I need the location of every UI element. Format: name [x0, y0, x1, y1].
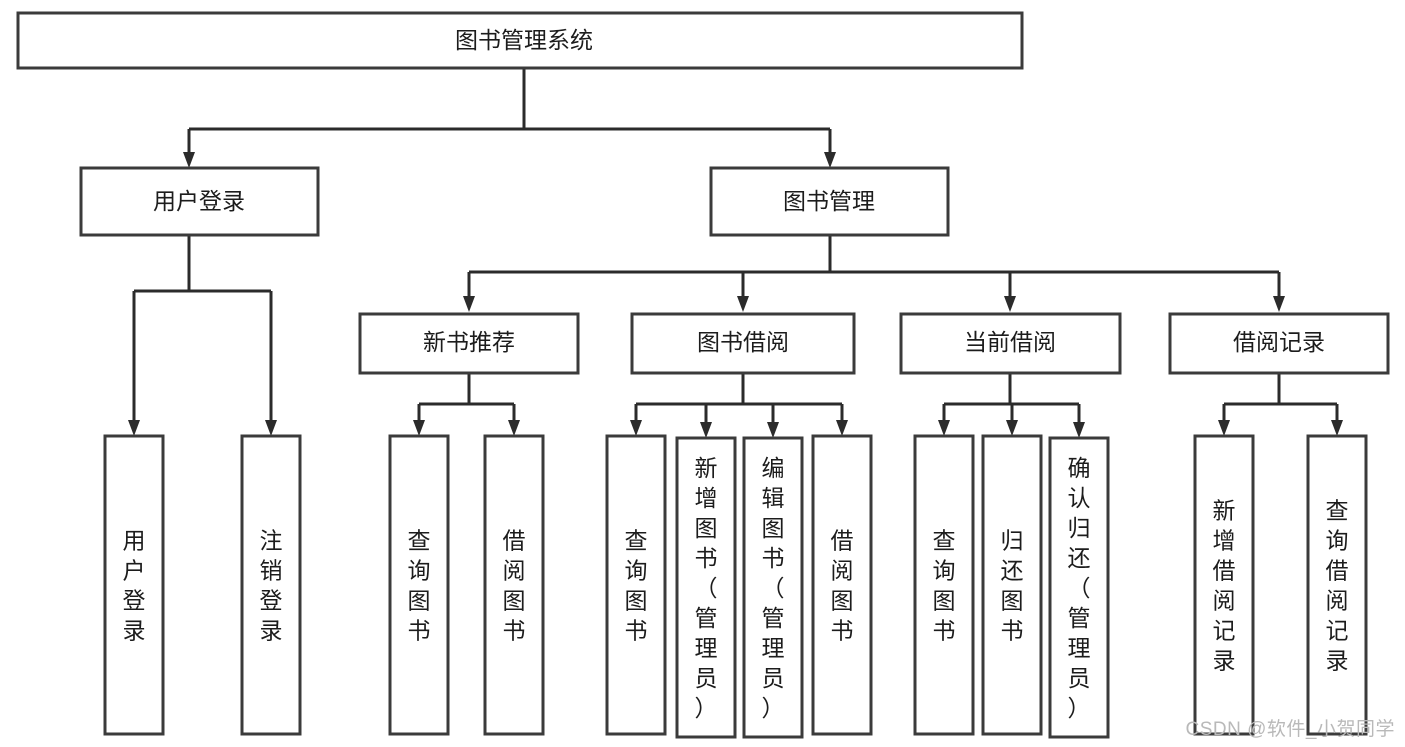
node-book-borrow-label: 图书借阅	[697, 329, 789, 355]
leaf-user-login-login-label: 用户登录	[123, 527, 146, 643]
leaf-br-add-record-label: 新增借阅记录	[1213, 497, 1236, 673]
node-user-login[interactable]: 用户登录	[79, 166, 320, 237]
node-user-login-label: 用户登录	[153, 188, 245, 214]
arrow-to-book-mgmt	[824, 152, 836, 168]
csdn-watermark: CSDN @软件_小贺同学	[1185, 719, 1395, 740]
connector-group-new-book-recommend	[413, 373, 520, 436]
arrow-nbr-leaf-1	[413, 420, 425, 436]
arrow-to-new-book-recommend	[463, 296, 475, 312]
node-book-management-box[interactable]	[709, 166, 950, 237]
node-book-borrow-box[interactable]	[630, 312, 856, 375]
leaf-bb-borrow-book[interactable]: 借阅图书	[811, 434, 873, 736]
leaf-user-login-login-box[interactable]	[103, 434, 165, 736]
node-root-box[interactable]	[16, 11, 1024, 70]
leaf-bb-borrow-book-label: 借阅图书	[831, 527, 854, 643]
leaf-br-query-record-box[interactable]	[1306, 434, 1368, 736]
node-current-borrow[interactable]: 当前借阅	[899, 312, 1122, 375]
arrow-user-login-leaf-1	[128, 420, 140, 436]
node-borrow-record-box[interactable]	[1168, 312, 1390, 375]
leaf-user-login-login[interactable]: 用户登录	[103, 434, 165, 736]
node-new-book-recommend-box[interactable]	[358, 312, 580, 375]
arrow-nbr-leaf-2	[508, 420, 520, 436]
node-root-system[interactable]: 图书管理系统	[16, 11, 1024, 70]
leaf-cb-confirm-return-admin-label: 确认归还（管理员）	[1068, 455, 1091, 721]
leaf-cb-confirm-return-admin-box[interactable]	[1048, 436, 1110, 739]
leaf-bb-query-book-box[interactable]	[605, 434, 667, 736]
arrow-user-login-leaf-2	[265, 420, 277, 436]
leaf-br-add-record[interactable]: 新增借阅记录	[1193, 434, 1255, 736]
arrow-cb-leaf-3	[1073, 422, 1085, 438]
leaf-bb-add-book-admin-box[interactable]	[675, 436, 737, 739]
leaf-bb-query-book[interactable]: 查询图书	[605, 434, 667, 736]
leaf-cb-confirm-return-admin[interactable]: 确认归还（管理员）	[1048, 436, 1110, 739]
leaf-bb-edit-book-admin-box[interactable]	[742, 436, 804, 739]
node-new-book-recommend[interactable]: 新书推荐	[358, 312, 580, 375]
leaf-cb-return-book-label: 归还图书	[1001, 527, 1024, 643]
leaf-bb-edit-book-admin[interactable]: 编辑图书（管理员）	[742, 436, 804, 739]
leaf-nbr-query-book[interactable]: 查询图书	[388, 434, 450, 736]
node-book-borrow[interactable]: 图书借阅	[630, 312, 856, 375]
leaf-cb-return-book[interactable]: 归还图书	[981, 434, 1043, 736]
leaf-cb-query-book-label: 查询图书	[933, 527, 956, 643]
leaf-br-query-record-label: 查询借阅记录	[1326, 497, 1349, 673]
arrow-br-leaf-2	[1331, 420, 1343, 436]
arrow-br-leaf-1	[1218, 420, 1230, 436]
arrow-bb-leaf-4	[836, 420, 848, 436]
connector-group-current-borrow	[938, 373, 1085, 438]
leaf-nbr-query-book-box[interactable]	[388, 434, 450, 736]
leaf-user-login-logout[interactable]: 注销登录	[240, 434, 302, 736]
arrow-bb-leaf-2	[700, 422, 712, 438]
node-borrow-record[interactable]: 借阅记录	[1168, 312, 1390, 375]
arrow-cb-leaf-1	[938, 420, 950, 436]
connector-group-borrow-record	[1218, 373, 1343, 436]
arrow-bb-leaf-1	[630, 420, 642, 436]
node-new-book-recommend-label: 新书推荐	[423, 329, 515, 355]
node-user-login-box[interactable]	[79, 166, 320, 237]
node-current-borrow-box[interactable]	[899, 312, 1122, 375]
leaf-br-add-record-box[interactable]	[1193, 434, 1255, 736]
arrow-to-user-login	[183, 152, 195, 168]
arrow-cb-leaf-2	[1006, 420, 1018, 436]
connector-group-user-login	[128, 235, 277, 436]
arrow-bb-leaf-3	[767, 422, 779, 438]
leaf-nbr-query-book-label: 查询图书	[408, 527, 431, 643]
leaf-user-login-logout-box[interactable]	[240, 434, 302, 736]
connector-group-root	[183, 68, 836, 168]
connector-group-book-borrow	[630, 373, 848, 438]
node-borrow-record-label: 借阅记录	[1233, 329, 1325, 355]
leaf-bb-edit-book-admin-label: 编辑图书（管理员）	[762, 455, 785, 721]
leaf-bb-query-book-label: 查询图书	[625, 527, 648, 643]
leaf-bb-borrow-book-box[interactable]	[811, 434, 873, 736]
leaf-cb-query-book[interactable]: 查询图书	[913, 434, 975, 736]
leaf-nbr-borrow-book-box[interactable]	[483, 434, 545, 736]
leaf-user-login-logout-label: 注销登录	[260, 527, 283, 643]
leaf-bb-add-book-admin-label: 新增图书（管理员）	[695, 455, 718, 721]
arrow-to-current-borrow	[1004, 296, 1016, 312]
leaf-cb-query-book-box[interactable]	[913, 434, 975, 736]
leaf-br-query-record[interactable]: 查询借阅记录	[1306, 434, 1368, 736]
leaf-cb-return-book-box[interactable]	[981, 434, 1043, 736]
leaf-nbr-borrow-book[interactable]: 借阅图书	[483, 434, 545, 736]
node-book-management-label: 图书管理	[783, 188, 875, 214]
connector-group-book-mgmt	[463, 235, 1285, 312]
leaf-nbr-borrow-book-label: 借阅图书	[503, 527, 526, 643]
node-root-label: 图书管理系统	[455, 27, 593, 53]
node-current-borrow-label: 当前借阅	[964, 329, 1056, 355]
leaf-bb-add-book-admin[interactable]: 新增图书（管理员）	[675, 436, 737, 739]
node-book-management[interactable]: 图书管理	[709, 166, 950, 237]
arrow-to-book-borrow	[737, 296, 749, 312]
arrow-to-borrow-record	[1273, 296, 1285, 312]
